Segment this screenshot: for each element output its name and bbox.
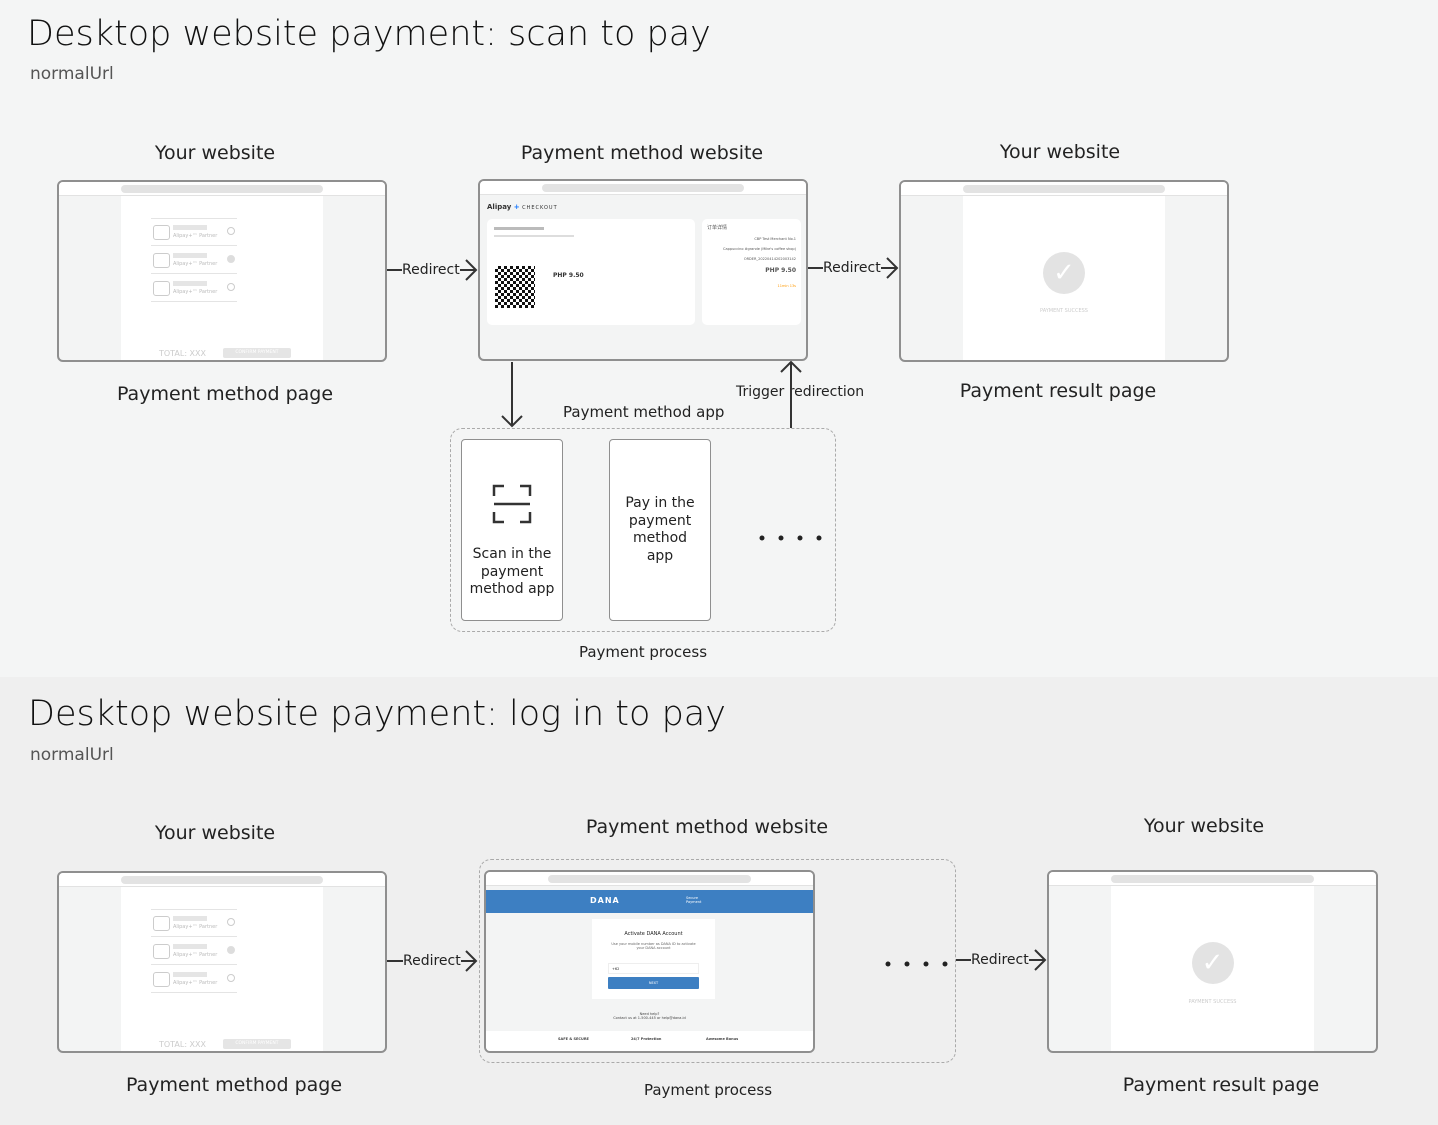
alipay-checkout-mock: Alipay + CHECKOUT PHP 9.50 订单详情 CBP Test… — [478, 179, 808, 361]
payment-result-page-mock: ✓PAYMENT SUCCESS — [1047, 870, 1378, 1053]
trigger-redirection-label: Trigger redirection — [736, 384, 865, 400]
payment-result-page-mock: ✓PAYMENT SUCCESS — [899, 180, 1229, 362]
payment-process-label: Payment process — [578, 643, 708, 661]
radio-button — [226, 227, 235, 235]
section-subtitle: normalUrl — [30, 64, 114, 84]
your-website-label: Your website — [1143, 815, 1265, 837]
dana-logo: DANA — [590, 896, 620, 905]
redirect-label: Redirect — [823, 260, 881, 276]
your-website-label: Your website — [999, 141, 1121, 163]
payment-process-group — [479, 859, 956, 1063]
payment-method-app-label: Payment method app — [563, 403, 725, 421]
alipay-logo: Alipay + CHECKOUT — [487, 203, 558, 211]
radio-button — [226, 918, 235, 926]
section-subtitle: normalUrl — [30, 745, 114, 765]
payment-method-page-label: Payment method page — [116, 383, 334, 405]
next-button[interactable]: NEXT — [608, 977, 699, 989]
pay-card: Pay in the payment method app — [609, 439, 711, 621]
section-title: Desktop website payment: scan to pay — [27, 14, 711, 54]
your-website-label: Your website — [154, 142, 276, 164]
section-title: Desktop website payment: log in to pay — [28, 694, 726, 734]
wallet-icon — [152, 281, 170, 296]
payment-method-website-label: Payment method website — [520, 142, 764, 164]
payment-process-label: Payment process — [643, 1081, 773, 1099]
redirect-label: Redirect — [971, 952, 1029, 968]
radio-button — [226, 946, 235, 954]
wallet-icon — [152, 916, 170, 931]
redirect-label: Redirect — [403, 953, 461, 969]
dana-login-mock: DANA Secure Payment Activate DANA Accoun… — [484, 870, 815, 1053]
payment-result-page-label: Payment result page — [959, 380, 1157, 402]
payment-method-page-mock: Alipay+™ Partner Alipay+™ Partner Alipay… — [57, 180, 387, 362]
checkmark-icon: ✓ — [1043, 252, 1085, 294]
wallet-icon — [152, 944, 170, 959]
your-website-label: Your website — [154, 822, 276, 844]
payment-method-page-mock: Alipay+™ Partner Alipay+™ Partner Alipay… — [57, 871, 387, 1053]
radio-button — [226, 283, 235, 291]
radio-button — [226, 974, 235, 982]
scan-card: Scan in the payment method app — [461, 439, 563, 621]
payment-method-app-group — [450, 428, 836, 632]
phone-input[interactable]: +62 — [608, 963, 699, 974]
up-arrow — [780, 360, 802, 428]
radio-button — [226, 255, 235, 263]
qr-code — [495, 266, 535, 308]
checkmark-icon: ✓ — [1191, 942, 1234, 984]
wallet-icon — [152, 225, 170, 240]
redirect-label: Redirect — [402, 262, 460, 278]
scan-icon — [492, 484, 532, 524]
wallet-icon — [152, 253, 170, 268]
wallet-icon — [152, 972, 170, 987]
down-arrow — [501, 362, 523, 428]
payment-method-website-label: Payment method website — [585, 816, 829, 838]
payment-method-page-label: Payment method page — [125, 1074, 343, 1096]
payment-result-page-label: Payment result page — [1122, 1074, 1320, 1096]
